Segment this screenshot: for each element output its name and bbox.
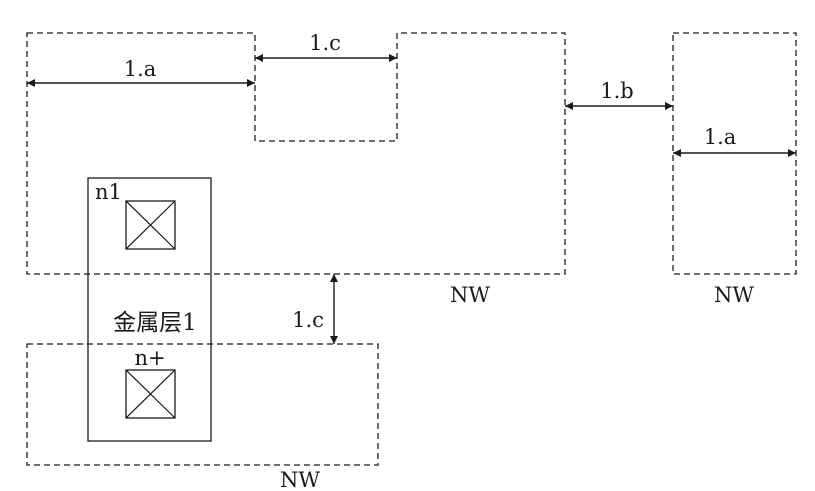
contact-top-cross-b	[125, 200, 176, 250]
bottom-nwell-region	[26, 343, 379, 466]
contact-top-box	[125, 200, 176, 250]
contact-bottom-box	[125, 369, 176, 419]
contact-bottom-label: n+	[134, 346, 165, 370]
dim-well-spacing-label: 1.b	[600, 79, 633, 103]
metal-layer-rect	[87, 177, 212, 442]
dim-notch-spacing-label: 1.c	[309, 31, 341, 55]
right-nwell-label: NW	[714, 283, 754, 307]
dim-right-width-label: 1.a	[704, 125, 737, 149]
main-nwell-label: NW	[450, 283, 490, 307]
contact-bottom	[125, 369, 176, 419]
contact-top	[125, 200, 176, 250]
contact-top-label: n1	[95, 180, 122, 204]
main-nwell-region	[26, 32, 566, 275]
dim-vertical-spacing-label: 1.c	[292, 308, 324, 332]
contact-bottom-cross-b	[125, 369, 176, 419]
dim-left-width-label: 1.a	[124, 57, 157, 81]
metal-layer-label: 金属层1	[113, 310, 197, 336]
bottom-nwell-label: NW	[280, 468, 320, 491]
